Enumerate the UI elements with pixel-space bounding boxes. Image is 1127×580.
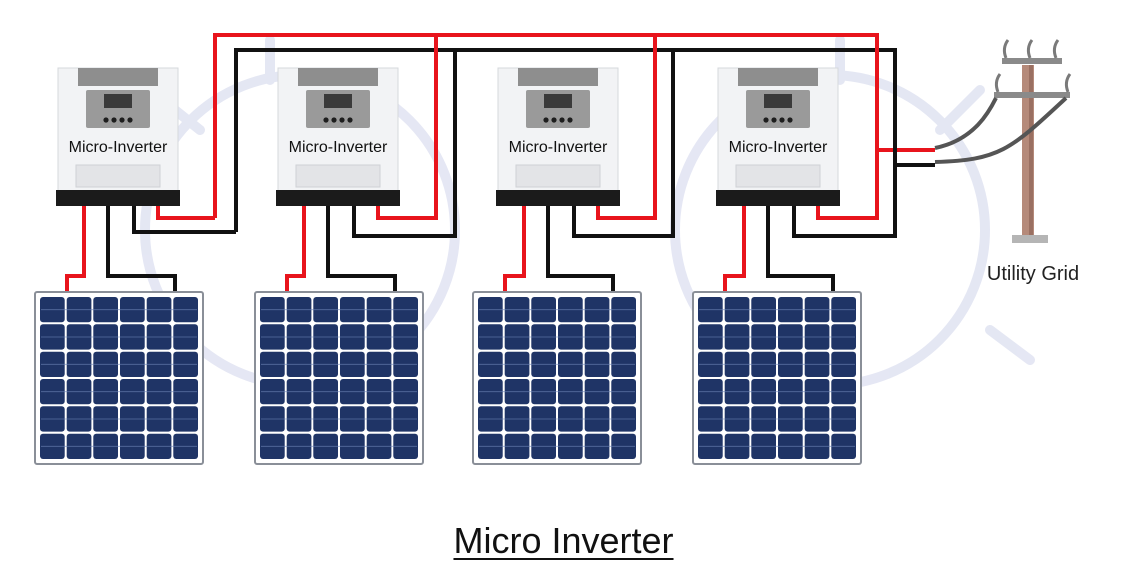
inverter-button xyxy=(779,117,785,123)
inverter-label: Micro-Inverter xyxy=(729,139,828,156)
inverter-lower-vent xyxy=(515,164,601,188)
black-drop-wire-3 xyxy=(572,50,675,238)
solar-panel-2 xyxy=(254,291,424,465)
utility-grid-label: Utility Grid xyxy=(987,263,1079,285)
inverter-button xyxy=(127,117,133,123)
panel-red-wire-2 xyxy=(285,205,306,292)
pole-cable-black xyxy=(934,96,1068,164)
inverter-button xyxy=(347,117,353,123)
inverter-label: Micro-Inverter xyxy=(509,139,608,156)
red-drop-wire-4 xyxy=(816,35,879,220)
inverter-top-vent xyxy=(518,68,598,86)
panel-black-wire-4 xyxy=(766,205,835,292)
inverter-button xyxy=(559,117,565,123)
micro-inverter-1: Micro-Inverter xyxy=(56,67,180,206)
inverter-panel-frame xyxy=(526,90,590,128)
black-drop-wire-2 xyxy=(352,50,457,238)
inverter-button xyxy=(339,117,345,123)
inverter-label: Micro-Inverter xyxy=(69,139,168,156)
diagram-title: Micro Inverter xyxy=(453,520,674,561)
panel-red-wire-4 xyxy=(723,205,746,292)
inverter-button xyxy=(323,117,329,123)
panel-black-wire-1 xyxy=(106,205,177,292)
inverter-top-vent xyxy=(298,68,378,86)
inverter-top-vent xyxy=(78,68,158,86)
inverter-button xyxy=(551,117,557,123)
black-drop-wire-1 xyxy=(132,205,236,234)
inverter-base xyxy=(716,190,840,206)
panel-black-wire-2 xyxy=(326,205,397,292)
red-drop-wire-3 xyxy=(596,35,657,220)
inverter-base xyxy=(276,190,400,206)
utility-pole-icon xyxy=(934,39,1072,243)
pole-crossarm-bottom xyxy=(994,92,1070,98)
pole-crossarm-top xyxy=(1002,58,1062,64)
inverter-button xyxy=(119,117,125,123)
inverter-button xyxy=(331,117,337,123)
panel-black-wire-3 xyxy=(546,205,615,292)
inverter-base xyxy=(56,190,180,206)
inverter-panel-frame xyxy=(746,90,810,128)
solar-panel-3 xyxy=(472,291,642,465)
inverter-button xyxy=(787,117,793,123)
inverter-panel-frame xyxy=(306,90,370,128)
inverter-panel-frame xyxy=(86,90,150,128)
inverter-button xyxy=(111,117,117,123)
inverter-display xyxy=(764,94,792,108)
red-drop-wire-1 xyxy=(156,205,215,220)
solar-panel-4 xyxy=(692,291,862,465)
wiring xyxy=(65,33,935,292)
inverter-lower-vent xyxy=(75,164,161,188)
pole-base xyxy=(1012,235,1048,243)
inverter-display xyxy=(104,94,132,108)
diagram-canvas: Micro-Inverter Micro-Inverter Micro-Invert… xyxy=(34,33,1079,465)
red-drop-wire-2 xyxy=(376,35,438,220)
solar-panel-1 xyxy=(34,291,204,465)
black-drop-wire-4 xyxy=(792,50,897,238)
inverter-base xyxy=(496,190,620,206)
inverter-lower-vent xyxy=(295,164,381,188)
inverter-label: Micro-Inverter xyxy=(289,139,388,156)
inverter-display xyxy=(324,94,352,108)
pole-cable-red xyxy=(934,97,998,150)
panel-red-wire-1 xyxy=(65,205,86,292)
inverter-button xyxy=(771,117,777,123)
solar-panels xyxy=(34,291,862,465)
inverter-button xyxy=(543,117,549,123)
micro-inverter-2: Micro-Inverter xyxy=(276,67,400,206)
inverter-top-vent xyxy=(738,68,818,86)
inverter-button xyxy=(763,117,769,123)
inverter-lower-vent xyxy=(735,164,821,188)
inverter-button xyxy=(567,117,573,123)
inverters: Micro-Inverter Micro-Inverter Micro-Invert… xyxy=(56,67,840,206)
panel-red-wire-3 xyxy=(503,205,526,292)
micro-inverter-3: Micro-Inverter xyxy=(496,67,620,206)
inverter-display xyxy=(544,94,572,108)
pole-insulators xyxy=(994,39,1072,93)
micro-inverter-4: Micro-Inverter xyxy=(716,67,840,206)
inverter-button xyxy=(103,117,109,123)
